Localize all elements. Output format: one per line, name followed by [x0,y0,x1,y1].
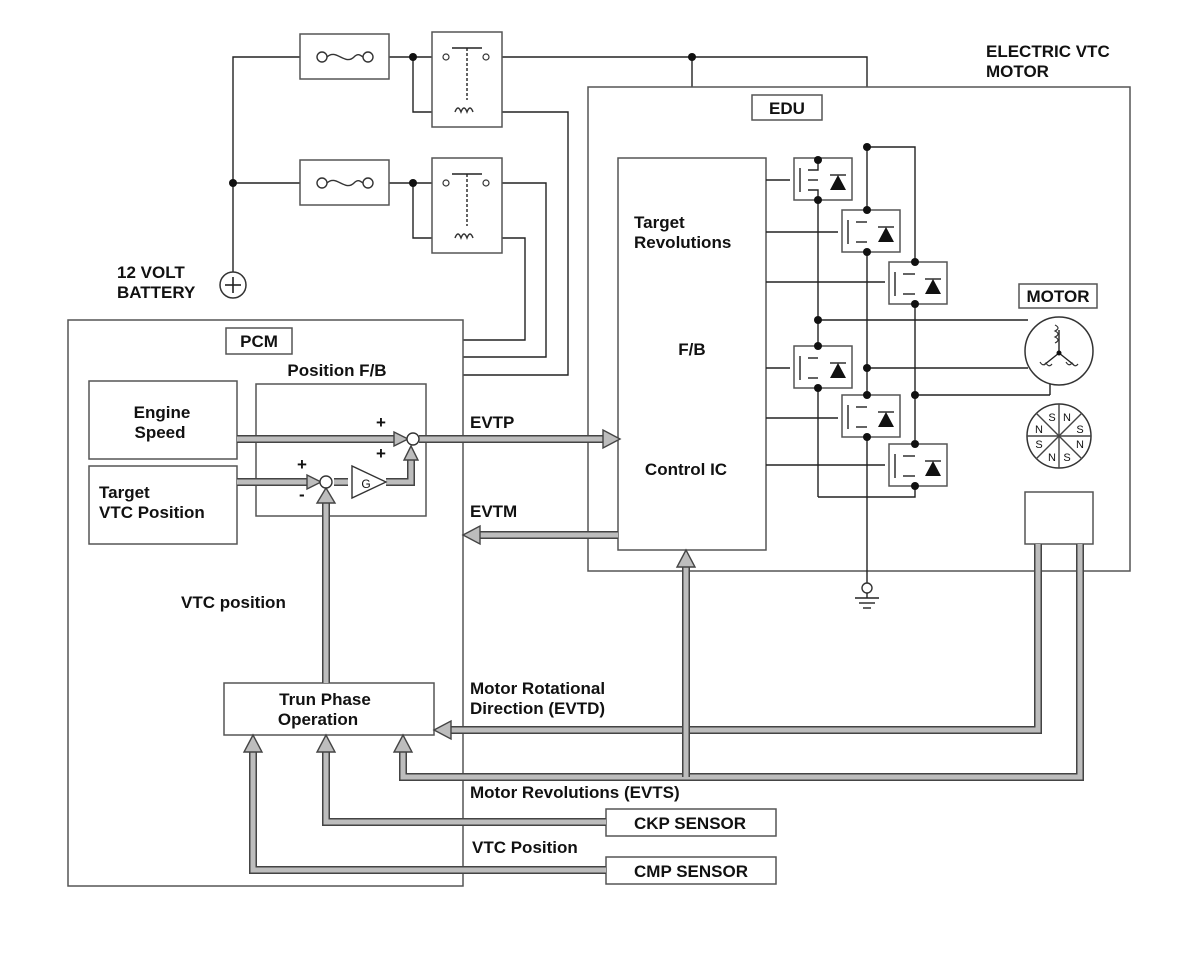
mosfet-u-low [793,345,853,389]
relay-2 [431,157,503,254]
target-revolutions-line1: Target [634,213,685,232]
mosfet-w-high [888,261,948,305]
edu-label: EDU [769,99,805,118]
motor-label: MOTOR [1027,287,1090,306]
engine-speed-line2: Speed [134,423,185,442]
vtc-position-sensor-label: VTC Position [472,838,578,857]
rotor-pole-4: N [1076,439,1084,451]
rotor-pole-8: N [1035,424,1043,436]
cmp-sensor-label: CMP SENSOR [634,862,748,881]
pcm-label: PCM [240,332,278,351]
bridge-junctions [814,143,919,490]
target-vtc-position-box [88,465,238,545]
fb-label: F/B [678,340,705,359]
mosfet-w-low [888,443,948,487]
vtc-position-label: VTC position [181,593,286,612]
comparator-junction-icon [319,475,333,489]
evtp-label: EVTP [470,413,514,432]
motor-direction-line2: Direction (EVTD) [470,699,605,718]
rotor-pole-6: N [1048,452,1056,464]
electric-vtc-motor-label-line2: MOTOR [986,62,1049,81]
motor-revolutions-label: Motor Revolutions (EVTS) [470,783,680,802]
summing-junction-icon [406,432,420,446]
engine-speed-box [88,380,238,460]
arrowheads [242,428,697,753]
cmp-sensor-box [605,856,777,885]
motor-tag [1018,283,1098,309]
trun-phase-line1: Trun Phase [279,690,371,709]
target-vtc-position-line1: Target [99,483,150,502]
power-wiring [232,56,868,376]
evtm-label: EVTM [470,502,517,521]
engine-speed-line1: Engine [134,403,191,422]
gain-label: G [361,477,370,491]
rotor-pole-3: S [1076,424,1083,436]
motor-sensor-box [1024,491,1094,545]
mosfet-u-high [793,157,853,201]
control-ic-label: Control IC [645,460,727,479]
minus-sign: - [299,485,305,504]
plus-sign-engine: + [376,413,386,432]
battery-label-line1: 12 VOLT [117,263,185,282]
ckp-sensor-label: CKP SENSOR [634,814,746,833]
position-fb-box [255,383,427,517]
rotor-pole-1: S [1048,412,1055,424]
rotor-poles-icon: S N S N S N S N [1026,403,1092,469]
rotor-pole-7: S [1035,439,1042,451]
signal-pipes [237,435,1084,874]
fuse-2 [299,159,390,206]
plus-sign-target: + [297,455,307,474]
battery-label-line2: BATTERY [117,283,196,302]
mosfet-v-low [841,394,901,438]
ground-icon [855,582,879,609]
trun-phase-line2: Operation [278,710,358,729]
position-fb-label: Position F/B [287,361,386,380]
edu-tag [751,94,823,121]
target-revolutions-line2: Revolutions [634,233,731,252]
relay-1 [431,31,503,128]
motor-direction-line1: Motor Rotational [470,679,605,698]
plus-sign-gain: + [376,444,386,463]
gain-amplifier-icon: G [351,464,388,500]
pcm-tag [225,327,293,355]
control-ic-box [617,157,767,551]
rotor-pole-5: S [1063,452,1070,464]
electric-vtc-motor-label-line1: ELECTRIC VTC [986,42,1110,61]
rotor-pole-2: N [1063,412,1071,424]
battery-symbol [219,271,247,299]
mosfet-v-high [841,209,901,253]
fuse-1 [299,33,390,80]
target-vtc-position-line2: VTC Position [99,503,205,522]
motor-winding-icon [1024,316,1094,386]
